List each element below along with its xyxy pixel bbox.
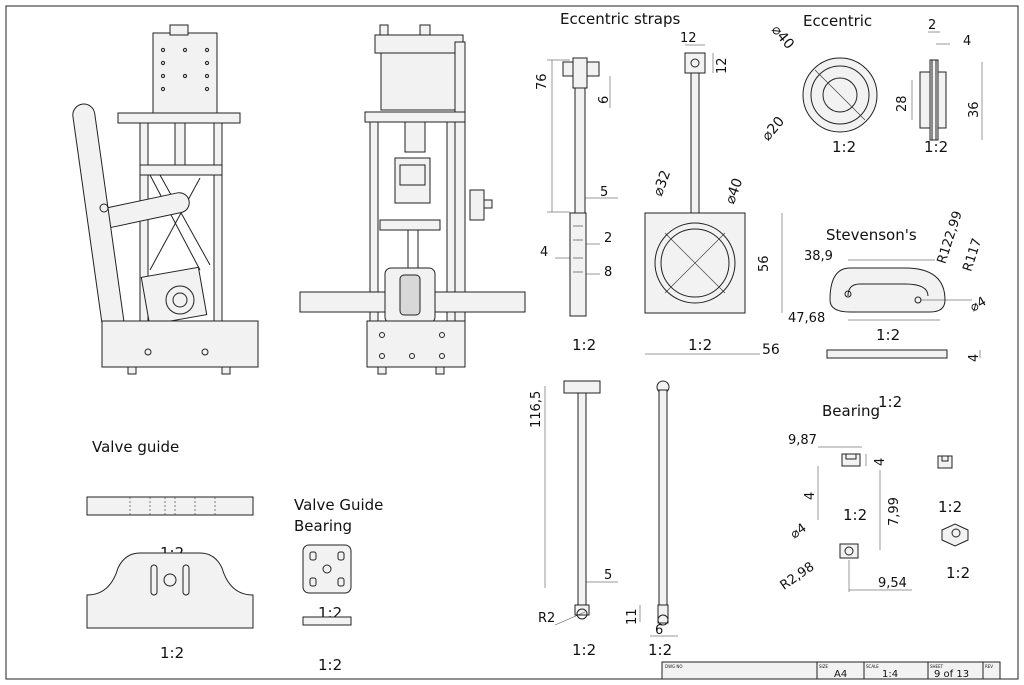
dim-r122-99: R122,99 — [935, 209, 966, 265]
sheet-border — [5, 5, 1019, 680]
dim-2: 2 — [604, 231, 612, 246]
valve-guide-bearing-title-2: Bearing — [294, 517, 352, 535]
scale-strap-side: 1:2 — [572, 336, 596, 354]
eccentric-views: Eccentric ⌀40 ⌀20 1:2 2 4 28 36 1:2 — [759, 12, 983, 156]
sheet-value: 9 of 13 — [934, 669, 969, 680]
dim-6-rod: 6 — [655, 623, 663, 638]
dim-7-99: 7,99 — [887, 497, 902, 526]
size-value: A4 — [834, 669, 847, 680]
bearing-views: Bearing 1:2 9,87 4 4 7,99 1:2 ⌀4 R2,98 9… — [778, 393, 971, 594]
dim-6: 6 — [597, 96, 612, 104]
stevensons-title: Stevenson's — [826, 226, 917, 244]
eccentric-strap-side-view: Eccentric straps 76 6 5 4 2 8 1:2 — [535, 10, 681, 354]
dim-dia-40: ⌀40 — [722, 176, 746, 206]
dim-dia-32: ⌀32 — [650, 168, 674, 198]
valve-guide-views: Valve guide 1:2 1:2 — [86, 438, 254, 662]
scale-rod-1: 1:2 — [572, 641, 596, 659]
eccentric-strap-front-view: 12 12 ⌀32 ⌀40 56 56 1:2 — [644, 31, 783, 358]
dim-38-9: 38,9 — [804, 249, 833, 264]
dim-5: 5 — [600, 185, 608, 200]
dim-dia-20: ⌀20 — [759, 114, 788, 144]
dim-r2-98: R2,98 — [778, 559, 818, 593]
scale-caption: SCALE — [866, 664, 879, 669]
dim-4: 4 — [540, 245, 548, 260]
scale-bearing-2: 1:2 — [938, 498, 962, 516]
dim-12-side: 12 — [715, 57, 730, 74]
valve-guide-bearing-title-1: Valve Guide — [294, 496, 383, 514]
scale-vgb-2: 1:2 — [318, 656, 342, 674]
dim-36: 36 — [967, 101, 982, 118]
valve-guide-bearing-views: Valve Guide Bearing 1:2 1:2 — [294, 496, 383, 674]
dim-76: 76 — [535, 73, 550, 90]
valve-guide-title: Valve guide — [92, 438, 179, 456]
scale-eccentric-side: 1:2 — [924, 138, 948, 156]
dim-4-bearing-b: 4 — [803, 492, 818, 500]
stevensons-link-views: Stevenson's 38,9 R122,99 R117 47,68 ⌀4 1… — [788, 209, 989, 362]
eccentric-straps-title: Eccentric straps — [560, 10, 681, 28]
dim-9-87: 9,87 — [788, 433, 817, 448]
dim-r117: R117 — [960, 237, 985, 274]
dim-r2: R2 — [538, 611, 555, 626]
bearing-title: Bearing — [822, 402, 880, 420]
dim-11: 11 — [625, 608, 640, 625]
engine-assembly-side-view — [72, 24, 259, 375]
dim-56-vertical: 56 — [757, 255, 772, 272]
title-block: DWG NO SIZE SCALE SHEET REV A4 1:4 9 of … — [661, 661, 1001, 680]
scale-bearing-1: 1:2 — [843, 506, 867, 524]
scale-stevenson-edge: 1:2 — [878, 393, 902, 411]
dim-28: 28 — [895, 95, 910, 112]
scale-bearing-iso: 1:2 — [946, 564, 970, 582]
rev-caption: REV — [985, 664, 993, 669]
dwg-no-caption: DWG NO — [665, 664, 683, 669]
size-caption: SIZE — [819, 664, 828, 669]
dim-dia-40-ecc: ⌀40 — [768, 22, 797, 52]
dim-12-top: 12 — [680, 31, 697, 46]
scale-value: 1:4 — [882, 669, 898, 680]
dim-47-68: 47,68 — [788, 311, 825, 326]
eccentric-title: Eccentric — [803, 12, 872, 30]
scale-strap-front: 1:2 — [688, 336, 712, 354]
scale-stevenson: 1:2 — [876, 326, 900, 344]
dim-116-5: 116,5 — [529, 391, 544, 428]
dim-9-54: 9,54 — [878, 576, 907, 591]
dim-4-ecc: 4 — [963, 34, 971, 49]
sheet-caption: SHEET — [930, 664, 944, 669]
dim-56-horizontal: 56 — [762, 342, 780, 358]
scale-rod-2: 1:2 — [648, 641, 672, 659]
rod-views: 116,5 5 R2 11 6 1:2 1:2 — [529, 380, 678, 659]
dim-2-ecc: 2 — [928, 18, 936, 33]
dim-dia-4-bearing: ⌀4 — [788, 521, 810, 543]
dim-4-stev: 4 — [967, 354, 982, 362]
engine-assembly-front-view — [299, 24, 526, 375]
dim-4-bearing-a: 4 — [873, 458, 888, 466]
dim-dia-4-stev: ⌀4 — [968, 294, 989, 315]
dim-5-rod: 5 — [604, 568, 612, 583]
scale-valve-guide-2: 1:2 — [160, 644, 184, 662]
dim-8: 8 — [604, 265, 612, 280]
scale-eccentric-front: 1:2 — [832, 138, 856, 156]
